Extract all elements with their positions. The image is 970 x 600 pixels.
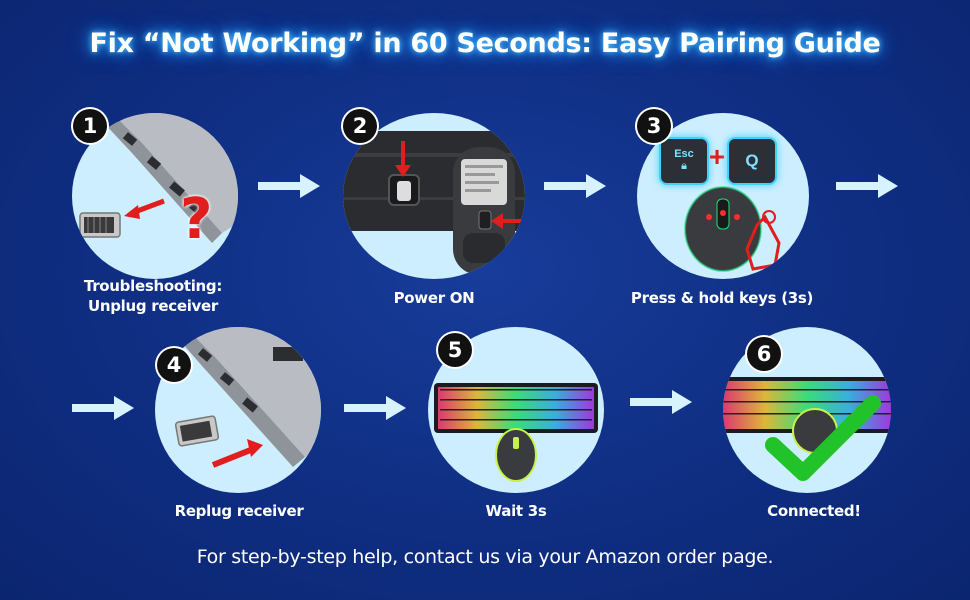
arrow-right-icon (344, 396, 406, 420)
arrow-right-icon (630, 390, 692, 414)
step-2-illustration (343, 113, 525, 279)
footer-help-text: For step-by-step help, contact us via yo… (196, 546, 774, 568)
q-key-label: Q (745, 151, 759, 170)
plus-sign: + (708, 141, 726, 172)
step-5-label: Wait 3s (485, 502, 547, 520)
esc-key-label: Esc (674, 148, 694, 160)
step-2-number: 2 (343, 109, 377, 143)
step-1-illustration (72, 113, 238, 279)
step-3-illustration: Esc 🔒︎ + Q (637, 113, 809, 279)
step-3-label: Press & hold keys (3s) (630, 289, 814, 307)
q-key: Q (727, 137, 777, 185)
step-1-label: Troubleshooting: Unplug receiver (60, 276, 246, 316)
red-arrow-icon (395, 141, 411, 177)
step-2-label: Power ON (393, 289, 475, 307)
mouse-icon (495, 428, 537, 482)
question-mark-icon: ? (180, 187, 213, 252)
step-1-label-line2: Unplug receiver (87, 297, 218, 315)
red-arrow-icon (124, 198, 165, 219)
step-1-label-line1: Troubleshooting: (83, 277, 223, 295)
red-arrow-icon (211, 439, 263, 468)
esc-key: Esc 🔒︎ (659, 137, 709, 185)
arrow-right-icon (258, 174, 320, 198)
mouse-icon (684, 186, 762, 272)
arrow-right-icon (72, 396, 134, 420)
step-4-label: Replug receiver (174, 502, 304, 520)
step-6-label: Connected! (767, 502, 861, 520)
checkmark-icon (765, 395, 881, 481)
keyboard-icon (434, 383, 598, 433)
usb-receiver-icon (79, 212, 121, 238)
finger-press-icon (745, 210, 781, 271)
page-title: Fix “Not Working” in 60 Seconds: Easy Pa… (89, 28, 881, 59)
lock-icon: 🔒︎ (681, 160, 687, 172)
usb-receiver-icon (174, 415, 220, 447)
step-3-number: 3 (637, 109, 671, 143)
step-1-number: 1 (73, 109, 107, 143)
step-5-number: 5 (438, 333, 472, 367)
mouse-icon (453, 147, 515, 275)
arrow-right-icon (544, 174, 606, 198)
red-arrow-icon (491, 213, 521, 229)
step-4-number: 4 (157, 348, 191, 382)
arrow-right-icon (836, 174, 898, 198)
step-6-number: 6 (747, 337, 781, 371)
